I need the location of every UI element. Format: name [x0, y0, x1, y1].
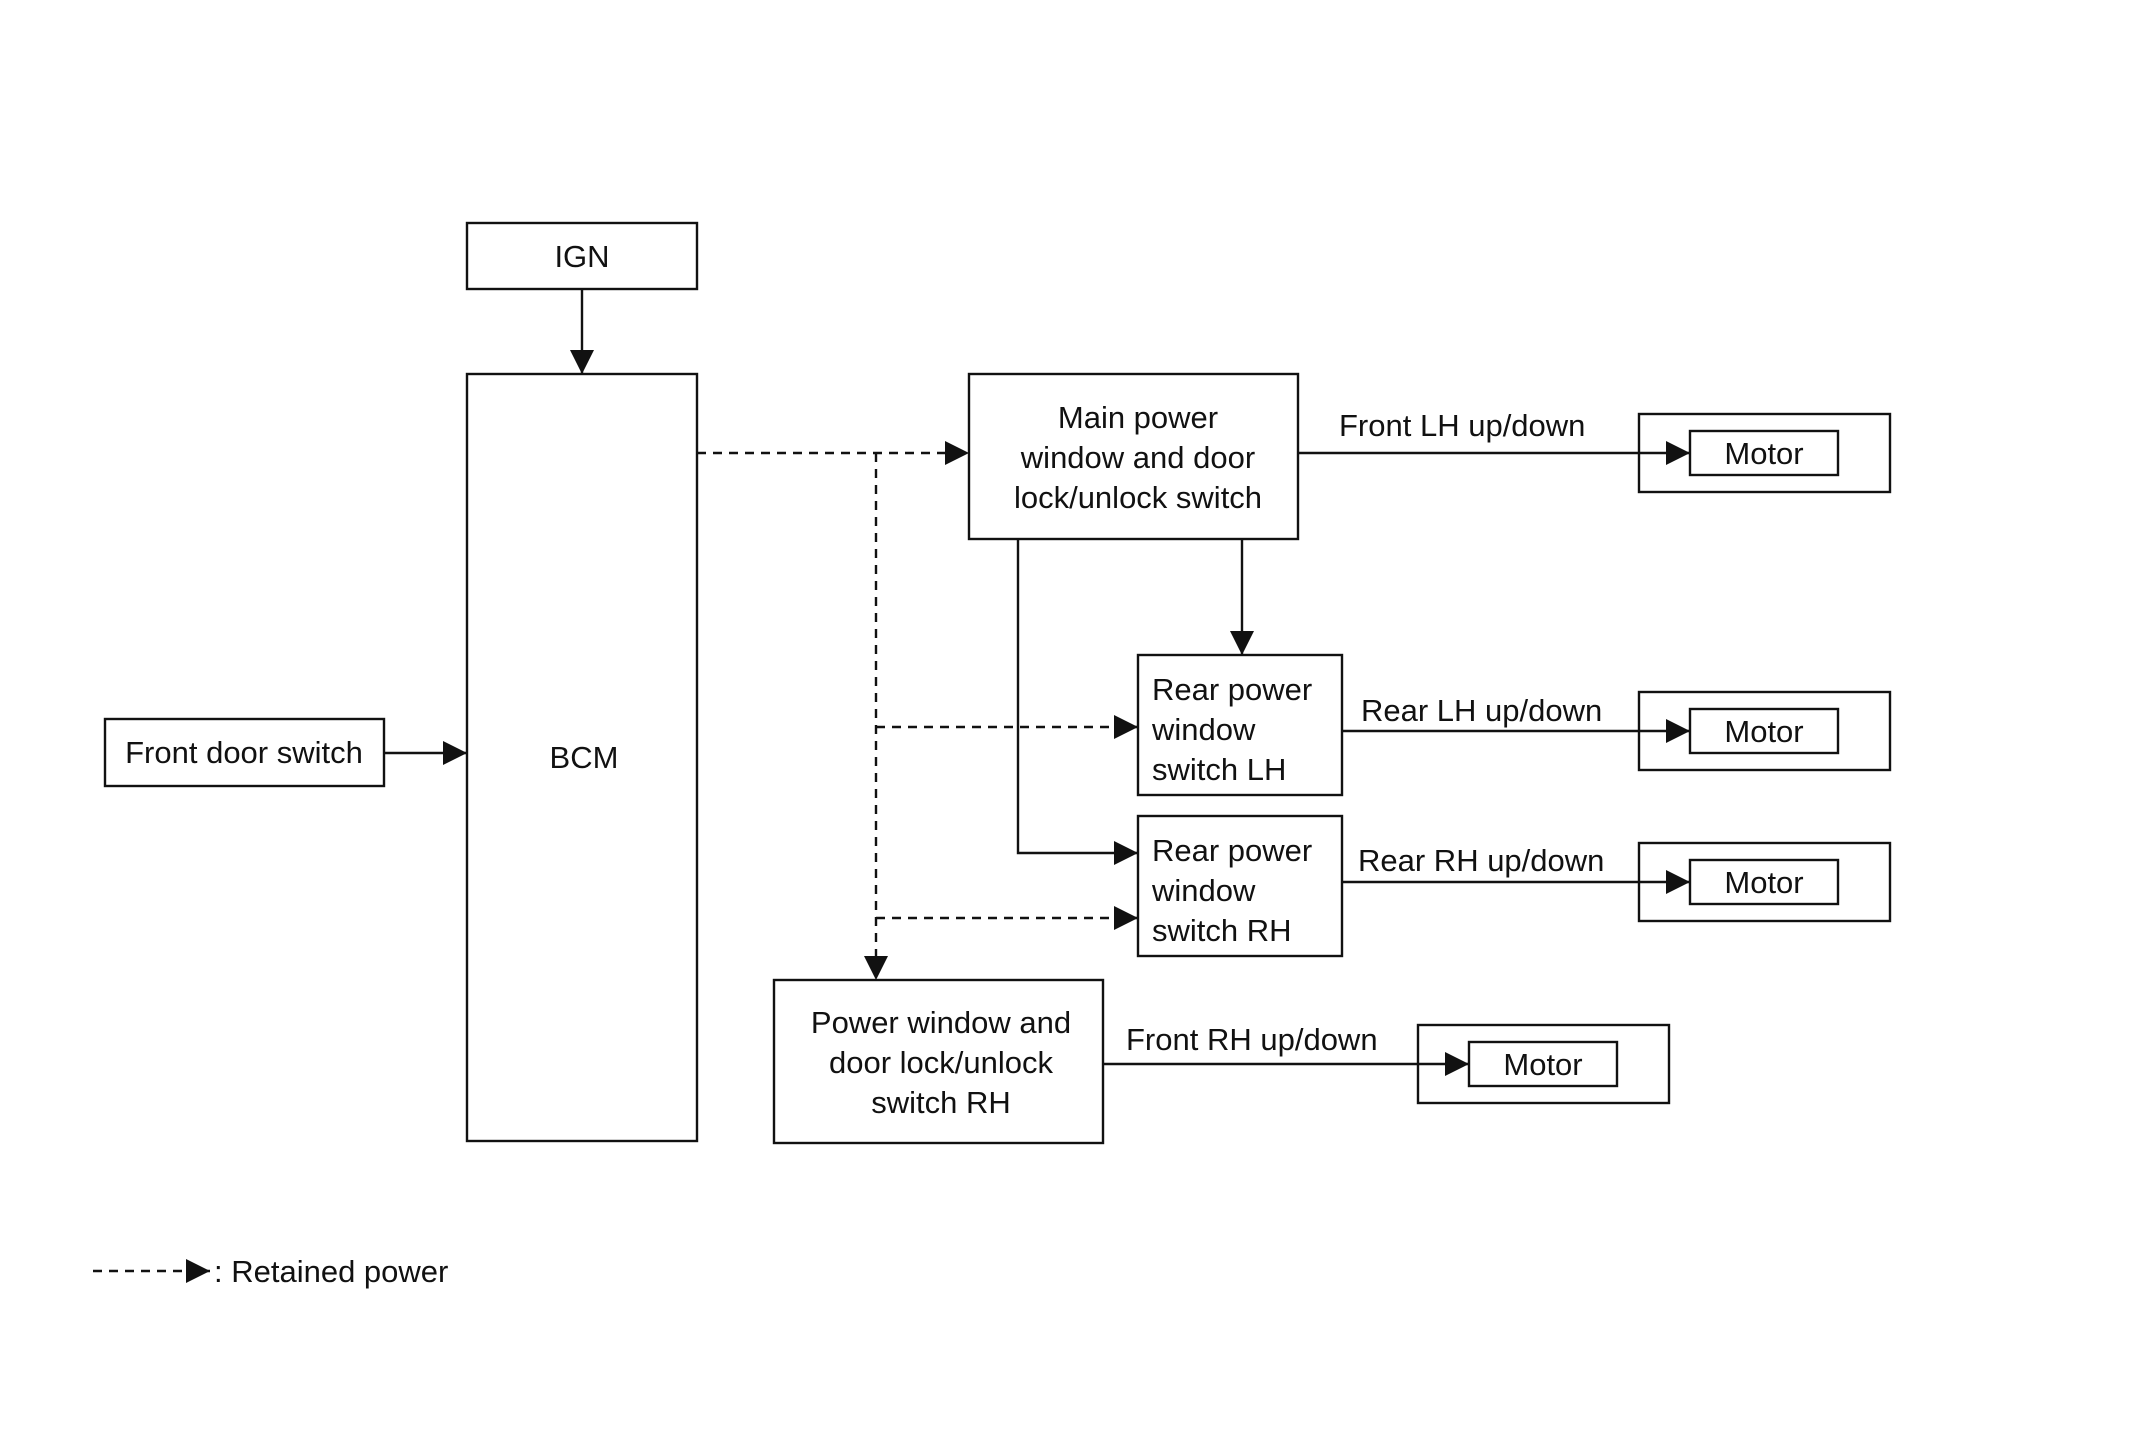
rear-lh-signal-label: Rear LH up/down — [1361, 693, 1602, 728]
bcm-block: BCM — [465, 372, 699, 1143]
front-rh-switch-label-line-3: switch RH — [871, 1085, 1011, 1120]
ign-block: IGN — [465, 221, 699, 291]
main-switch-label-line-3: lock/unlock switch — [1014, 480, 1262, 515]
rear-rh-switch-label-line-3: switch RH — [1152, 913, 1292, 948]
front-rh-switch-label-line-1: Power window and — [811, 1005, 1071, 1040]
motor-rear-rh-label: Motor — [1724, 865, 1803, 900]
front-door-switch-block: Front door switch — [103, 717, 386, 788]
rear-rh-switch-label-line-1: Rear power — [1152, 833, 1312, 868]
rear-rh-signal-label: Rear RH up/down — [1358, 843, 1604, 878]
front-rh-switch-label-line-2: door lock/unlock — [829, 1045, 1054, 1080]
motor-front-rh: Motor — [1416, 1023, 1671, 1105]
motor-rear-lh-label: Motor — [1724, 714, 1803, 749]
ign-label: IGN — [554, 239, 609, 274]
front-lh-signal-label: Front LH up/down — [1339, 408, 1585, 443]
rear-rh-switch-label-line-2: window — [1151, 873, 1256, 908]
main-switch-label-line-2: window and door — [1020, 440, 1255, 475]
rear-lh-switch-label-line-1: Rear power — [1152, 672, 1312, 707]
motor-front-lh-label: Motor — [1724, 436, 1803, 471]
motor-rear-lh: Motor — [1637, 690, 1892, 772]
rear-lh-switch-block: Rear power window switch LH — [1136, 653, 1344, 797]
motor-front-rh-label: Motor — [1503, 1047, 1582, 1082]
main-switch-label-line-1: Main power — [1058, 400, 1218, 435]
front-rh-switch-block: Power window and door lock/unlock switch… — [772, 978, 1105, 1145]
main-switch-block: Main power window and door lock/unlock s… — [967, 372, 1300, 541]
rear-lh-switch-label-line-2: window — [1151, 712, 1256, 747]
front-door-switch-label: Front door switch — [125, 735, 363, 770]
legend: : Retained power — [93, 1254, 448, 1289]
main-to-rear-rh-arrow — [1016, 539, 1138, 865]
bcm-label: BCM — [550, 740, 619, 775]
legend-retained-power-label: : Retained power — [214, 1254, 448, 1289]
front-rh-signal-label: Front RH up/down — [1126, 1022, 1378, 1057]
rear-lh-switch-label-line-3: switch LH — [1152, 752, 1286, 787]
rear-rh-switch-block: Rear power window switch RH — [1136, 814, 1344, 958]
